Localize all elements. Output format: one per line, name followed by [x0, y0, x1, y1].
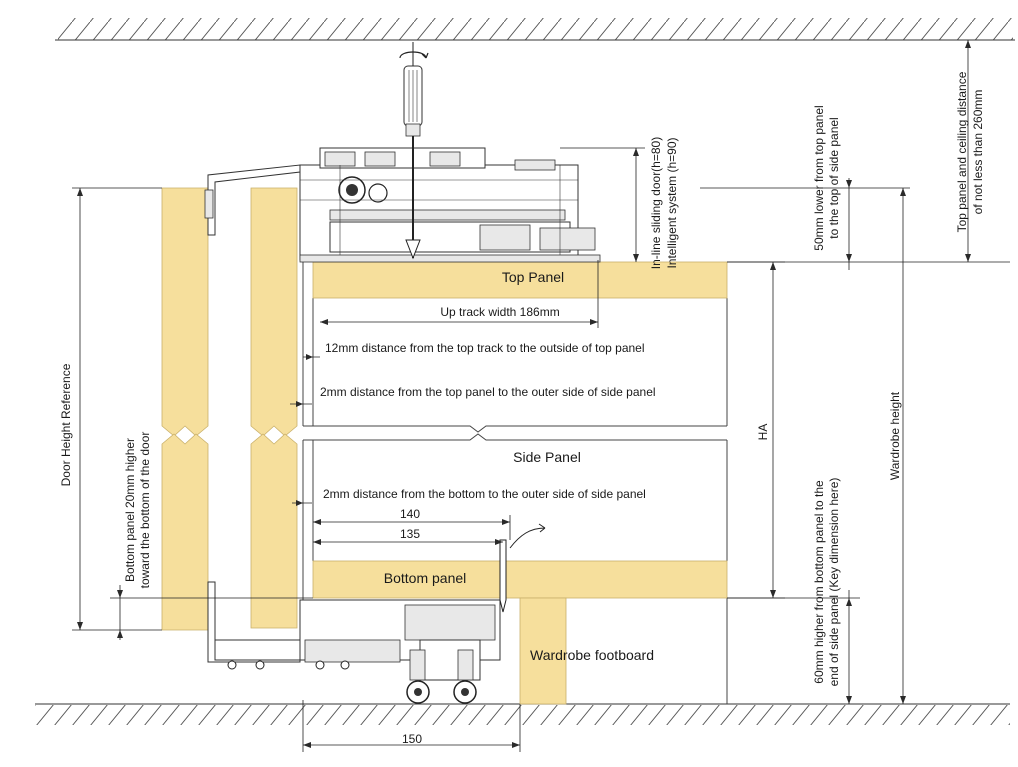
- dim-2mm-bottom: [292, 500, 312, 506]
- inline-sliding-line2: Intelligent system (h=90): [665, 137, 679, 268]
- dim-inline-sliding: [560, 147, 645, 262]
- bottom-panel-label: Bottom panel: [384, 570, 467, 586]
- dim-12mm: [303, 354, 320, 360]
- ha-label: HA: [756, 424, 770, 441]
- side-panel-label: Side Panel: [513, 449, 581, 465]
- inner-door-panel: [250, 187, 298, 629]
- outer-door-panel: [161, 187, 209, 631]
- dim-up-track-width: [320, 260, 599, 328]
- bottom-roller-mechanism: [207, 523, 546, 704]
- dist-2mm-top-label: 2mm distance from the top panel to the o…: [320, 385, 656, 399]
- dim-bottom-panel-20mm: [110, 585, 313, 640]
- bottom-panel: [312, 560, 728, 599]
- dim-50mm-lower: [727, 178, 1010, 270]
- wardrobe-height-label: Wardrobe height: [888, 391, 902, 480]
- dim-135: [313, 539, 503, 545]
- lower-50mm-line2: to the top of side panel: [827, 117, 841, 238]
- dim-wardrobe-height: [700, 187, 910, 704]
- dist-12mm-label: 12mm distance from the top track to the …: [325, 341, 645, 355]
- up-track-width-label: Up track width 186mm: [440, 305, 559, 319]
- ceiling-line1: Top panel and ceiling distance: [955, 71, 969, 232]
- dim-60mm-higher: [727, 590, 860, 704]
- ceiling-line2: of not less than 260mm: [971, 90, 985, 215]
- top-panel-label: Top Panel: [502, 269, 564, 285]
- dim-135-label: 135: [400, 527, 420, 541]
- inline-sliding-line1: In-line sliding door(h=80): [649, 137, 663, 269]
- dim-door-height-reference: [72, 187, 162, 631]
- lower-50mm-line1: 50mm lower from top panel: [812, 105, 826, 250]
- dim-150-label: 150: [402, 732, 422, 746]
- dist-2mm-bottom-label: 2mm distance from the bottom to the oute…: [323, 487, 646, 501]
- top-panel: [312, 261, 728, 299]
- dim-140-label: 140: [400, 507, 420, 521]
- top-track-mechanism: [204, 42, 601, 263]
- dim-140: [313, 515, 511, 540]
- wardrobe-footboard-label: Wardrobe footboard: [530, 647, 654, 663]
- door-height-reference-label: Door Height Reference: [59, 363, 73, 486]
- dim-2mm-top: [290, 401, 312, 407]
- ceiling: [55, 18, 1015, 41]
- dim-150: [302, 700, 521, 752]
- higher-60mm-line1: 60mm higher from bottom panel to the: [812, 480, 826, 684]
- dim-ceiling-distance: [965, 40, 971, 262]
- wardrobe-footboard: [519, 597, 567, 705]
- bottom-panel-20mm-line2: toward the bottom of the door: [138, 432, 152, 589]
- floor: [35, 703, 1010, 725]
- higher-60mm-line2: end of side panel (Key dimension here): [827, 478, 841, 687]
- bottom-panel-20mm-line1: Bottom panel 20mm higher: [123, 438, 137, 582]
